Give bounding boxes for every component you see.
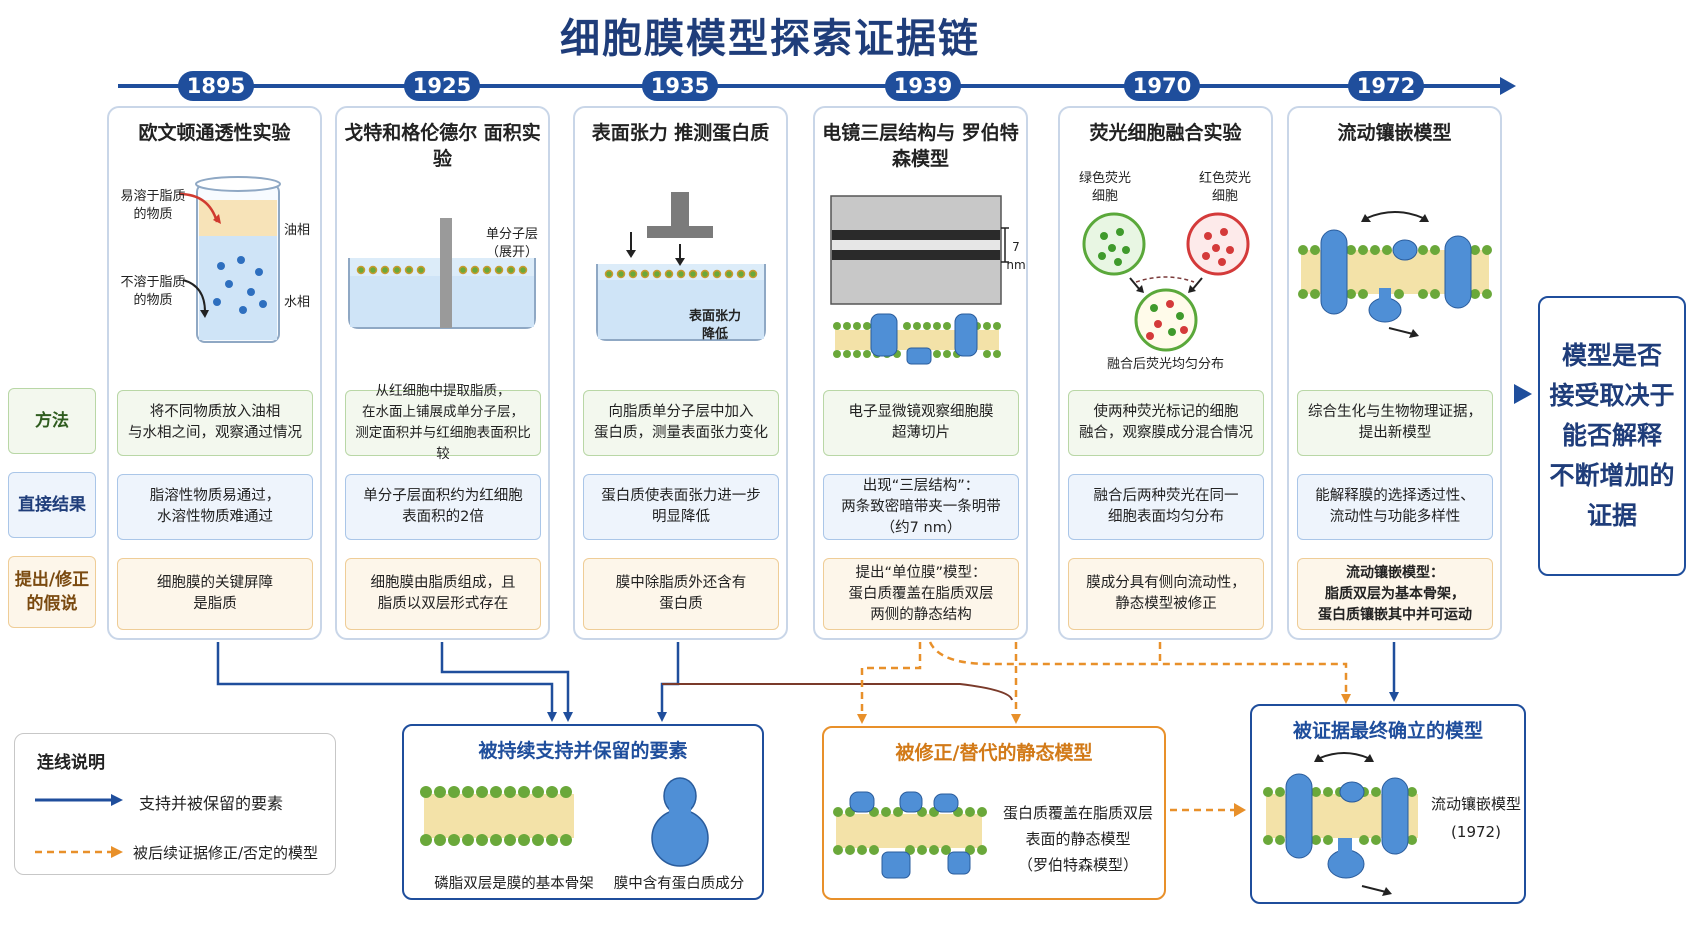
label-scale: 7 nm: [1006, 240, 1026, 272]
label-soluble: 易溶于脂质 的物质: [120, 189, 186, 222]
timeline-arrow-icon: [1500, 77, 1516, 95]
column-title: 戈特和格伦德尔 面积实验: [344, 122, 541, 170]
column-title: 电镜三层结构与 罗伯特森模型: [822, 122, 1019, 170]
result-cell: 出现“三层结构”： 两条致密暗带夹一条明带 （约7 nm）: [823, 474, 1019, 540]
column-1925: 戈特和格伦德尔 面积实验 单分子层 （展开） 从红细胞中提取脂质， 在水面上铺展…: [335, 106, 550, 640]
method-cell: 综合生化与生物物理证据， 提出新模型: [1297, 390, 1493, 456]
retained-title: 被持续支持并保留的要素: [478, 740, 688, 762]
page-title: 细胞膜模型探索证据链: [560, 16, 980, 62]
year-badge-1935: 1935: [642, 71, 718, 101]
result-cell: 单分子层面积约为红细胞 表面积的2倍: [345, 474, 541, 540]
row-label-result: 直接结果: [8, 472, 96, 538]
legend-line-icons: [35, 794, 123, 858]
legend-box: 连线说明 支持并被保留的要素 被后续证据修正/否定的模型: [14, 733, 336, 875]
year-badge-1925: 1925: [404, 71, 480, 101]
final-fluid-mosaic-icon: [1263, 752, 1418, 896]
column-1970: 荧光细胞融合实验 绿色荧光 细胞 红色荧光 细胞 融合后荧光均匀分布 使两种荧光…: [1058, 106, 1273, 640]
column-1972: 流动镶嵌模型 综合生化与生物物理证据， 提出新模型 能解释膜的选择透过性、 流动…: [1287, 106, 1502, 640]
conclusion-arrow-icon: [1514, 384, 1532, 404]
beaker-illustration: [178, 176, 281, 343]
year-badge-1895: 1895: [178, 71, 254, 101]
column-title: 表面张力 推测蛋白质: [591, 122, 770, 144]
result-cell: 融合后两种荧光在同一 细胞表面均匀分布: [1068, 474, 1264, 540]
conclusion-box: 模型是否 接受取决于 能否解释 不断增加的 证据: [1538, 296, 1686, 576]
column-1895: 欧文顿通透性实验 易溶于脂质 的物质 不溶于脂质 的物质 油相 水相 将不同物质…: [107, 106, 322, 640]
label-oil: 油相: [283, 223, 310, 238]
year-badge-1972: 1972: [1348, 71, 1424, 101]
retained-bilayer-label: 磷脂双层是膜的基本骨架: [434, 876, 594, 892]
label-red-cell: 红色荧光 细胞: [1198, 171, 1251, 204]
final-model-box: 被证据最终确立的模型 流动镶嵌模型 (1972): [1250, 704, 1526, 904]
row-label-method: 方法: [8, 388, 96, 454]
revised-box: 被修正/替代的静态模型 蛋白质覆盖在脂质双层 表面的静态模型 （罗伯特森模型）: [822, 726, 1166, 900]
cell-fusion-illustration: [1082, 212, 1250, 352]
unit-membrane-icon: [833, 313, 1001, 365]
hypothesis-cell: 细胞膜由脂质组成，且 脂质以双层形式存在: [345, 558, 541, 630]
method-cell: 向脂质单分子层中加入 蛋白质，测量表面张力变化: [583, 390, 779, 456]
final-title: 被证据最终确立的模型: [1292, 720, 1483, 742]
hypothesis-cell: 细胞膜的关键屏障 是脂质: [117, 558, 313, 630]
revised-title: 被修正/替代的静态模型: [895, 742, 1093, 764]
electron-micrograph-illustration: [830, 195, 1009, 365]
static-model-icon: [833, 791, 987, 879]
method-cell: 电子显微镜观察细胞膜 超薄切片: [823, 390, 1019, 456]
row-label-hypothesis: 提出/修正 的假说: [8, 556, 96, 628]
legend-dashed-label: 被后续证据修正/否定的模型: [133, 844, 319, 862]
retained-box: 被持续支持并保留的要素 磷脂双层是膜的基本骨架 膜中含有蛋白质成分: [402, 724, 764, 900]
retained-protein-label: 膜中含有蛋白质成分: [613, 876, 745, 892]
revised-desc: 蛋白质覆盖在脂质双层 表面的静态模型 （罗伯特森模型）: [1002, 804, 1153, 874]
hypothesis-cell: 流动镶嵌模型： 脂质双层为基本骨架， 蛋白质镶嵌其中并可运动: [1297, 558, 1493, 630]
column-title: 流动镶嵌模型: [1337, 122, 1452, 144]
final-desc: 流动镶嵌模型 (1972): [1430, 795, 1521, 841]
result-cell: 蛋白质使表面张力进一步 明显降低: [583, 474, 779, 540]
column-title: 荧光细胞融合实验: [1089, 122, 1242, 144]
result-cell: 脂溶性物质易通过， 水溶性物质难通过: [117, 474, 313, 540]
retained-illustration: [420, 777, 709, 867]
protein-icon: [651, 777, 709, 867]
year-badge-1970: 1970: [1124, 71, 1200, 101]
trough-illustration: [348, 218, 536, 329]
hypothesis-cell: 膜中除脂质外还含有 蛋白质: [583, 558, 779, 630]
monolayer-icon: [356, 265, 528, 275]
method-cell: 从红细胞中提取脂质， 在水面上铺展成单分子层， 测定面积并与红细胞表面积比较: [345, 383, 541, 462]
result-cell: 能解释膜的选择透过性、 流动性与功能多样性: [1297, 474, 1493, 540]
label-tension: 表面张力 降低: [688, 309, 741, 342]
column-1939: 电镜三层结构与 罗伯特森模型 7 nm 电子显微镜观察细胞膜 超薄切片 出现“三…: [813, 106, 1028, 640]
method-cell: 使两种荧光标记的细胞 融合，观察膜成分混合情况: [1068, 390, 1264, 456]
method-cell: 将不同物质放入油相 与水相之间，观察通过情况: [117, 390, 313, 456]
fluid-mosaic-illustration: [1298, 211, 1492, 338]
label-monolayer: 单分子层 （展开）: [485, 227, 538, 260]
hypothesis-cell: 膜成分具有侧向流动性， 静态模型被修正: [1068, 558, 1264, 630]
column-title: 欧文顿通透性实验: [138, 122, 291, 144]
legend-solid-label: 支持并被保留的要素: [139, 794, 284, 813]
label-insoluble: 不溶于脂质 的物质: [120, 275, 186, 308]
legend-title: 连线说明: [37, 753, 105, 773]
column-1935: 表面张力 推测蛋白质 表面张力 降低 向脂质单分子层中加入 蛋白质，测量表面张力…: [573, 106, 788, 640]
year-badge-1939: 1939: [885, 71, 961, 101]
label-water: 水相: [283, 295, 310, 310]
bilayer-icon: [420, 786, 574, 846]
label-fused: 融合后荧光均匀分布: [1106, 357, 1224, 372]
tension-illustration: [596, 192, 766, 341]
conclusion-text: 模型是否 接受取决于 能否解释 不断增加的 证据: [1549, 341, 1675, 530]
label-green-cell: 绿色荧光 细胞: [1078, 171, 1131, 204]
timeline-axis: [118, 84, 1508, 88]
hypothesis-cell: 提出“单位膜”模型： 蛋白质覆盖在脂质双层 两侧的静态结构: [823, 558, 1019, 630]
